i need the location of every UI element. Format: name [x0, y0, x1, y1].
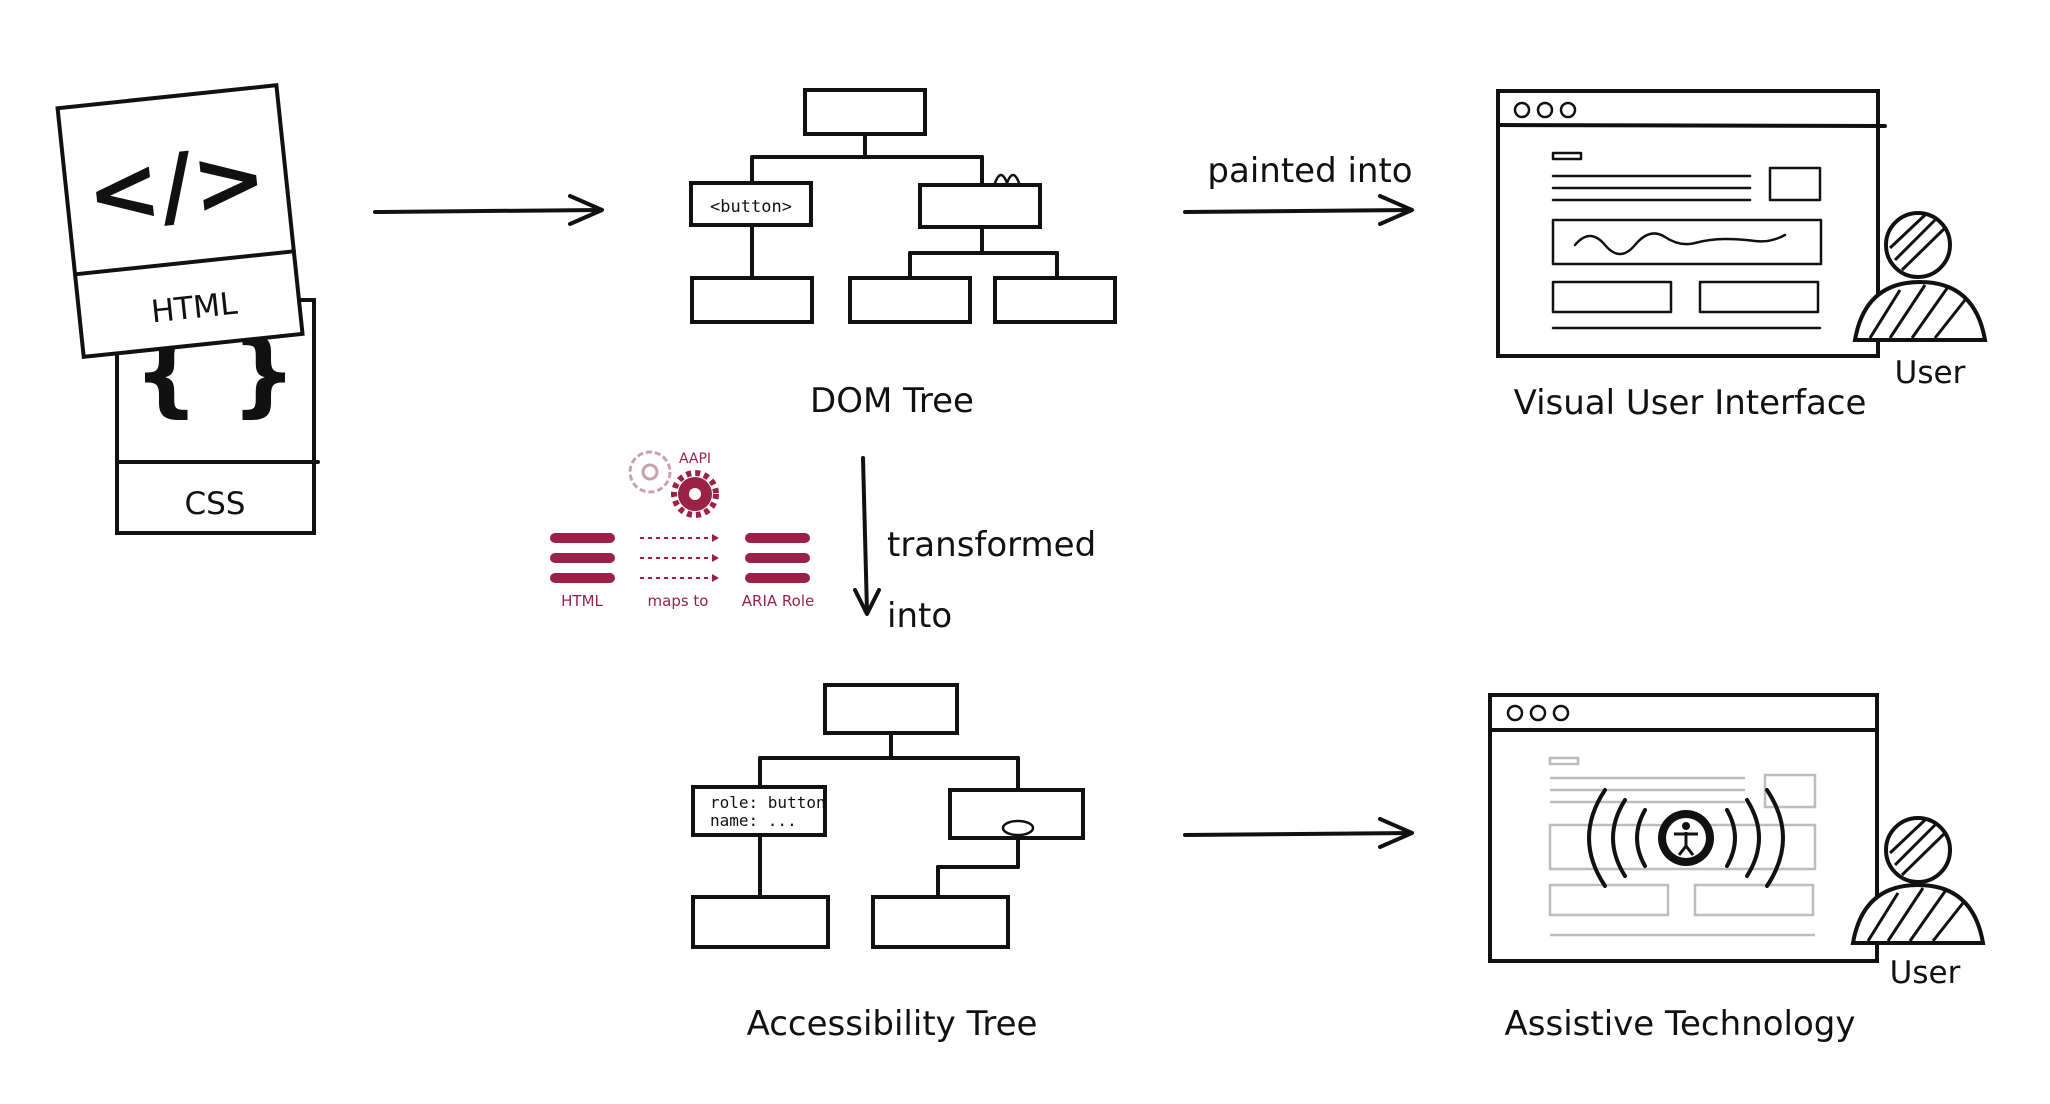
aapi-mapping-icon: AAPI HTML maps to ARIA Role: [550, 450, 814, 610]
painted-into-label: painted into: [1207, 151, 1412, 191]
visual-ui-title: Visual User Interface: [1514, 383, 1867, 423]
dom-tree-title: DOM Tree: [810, 381, 974, 421]
user-avatar-icon: [1852, 211, 1988, 342]
html-file-card: </> HTML: [55, 83, 305, 360]
visual-ui-window: [1496, 89, 1887, 358]
pointer-mark-icon: [993, 173, 1021, 185]
a11y-node-name: name: ...: [710, 811, 797, 830]
mapping-html-label: HTML: [561, 592, 603, 610]
gear-outline-icon: [628, 450, 672, 494]
accessibility-broadcast-icon: [1587, 788, 1785, 888]
accessibility-tree: role: button name: ... Accessibility Tre…: [691, 683, 1085, 1044]
dom-button-node-label: <button>: [710, 197, 792, 217]
a11y-tree-title: Accessibility Tree: [747, 1004, 1038, 1044]
assistive-tech-title: Assistive Technology: [1505, 1004, 1856, 1044]
mapping-maps-to-label: maps to: [648, 592, 709, 610]
mapping-aria-role-label: ARIA Role: [742, 592, 814, 610]
code-tag-icon: </>: [82, 125, 271, 246]
visual-ui-user-label: User: [1895, 355, 1966, 391]
css-file-label: CSS: [184, 486, 245, 522]
aapi-label: AAPI: [679, 451, 711, 467]
user-avatar-icon: [1850, 816, 1986, 945]
a11y-node-role: role: button: [710, 793, 826, 812]
transformed-label-line2: into: [887, 596, 952, 636]
assistive-tech-window: [1488, 693, 1879, 963]
arrow-transformed-into: transformed into: [853, 456, 1096, 636]
cloud-mark-icon: [1001, 819, 1035, 837]
arrow-files-to-dom: [373, 194, 604, 226]
arrow-a11y-to-at: [1183, 817, 1414, 849]
arrow-painted-into: painted into: [1183, 151, 1414, 226]
assistive-tech-user-label: User: [1890, 955, 1961, 991]
dom-tree: <button> DOM Tree: [689, 88, 1117, 421]
transformed-label-line1: transformed: [887, 525, 1096, 565]
